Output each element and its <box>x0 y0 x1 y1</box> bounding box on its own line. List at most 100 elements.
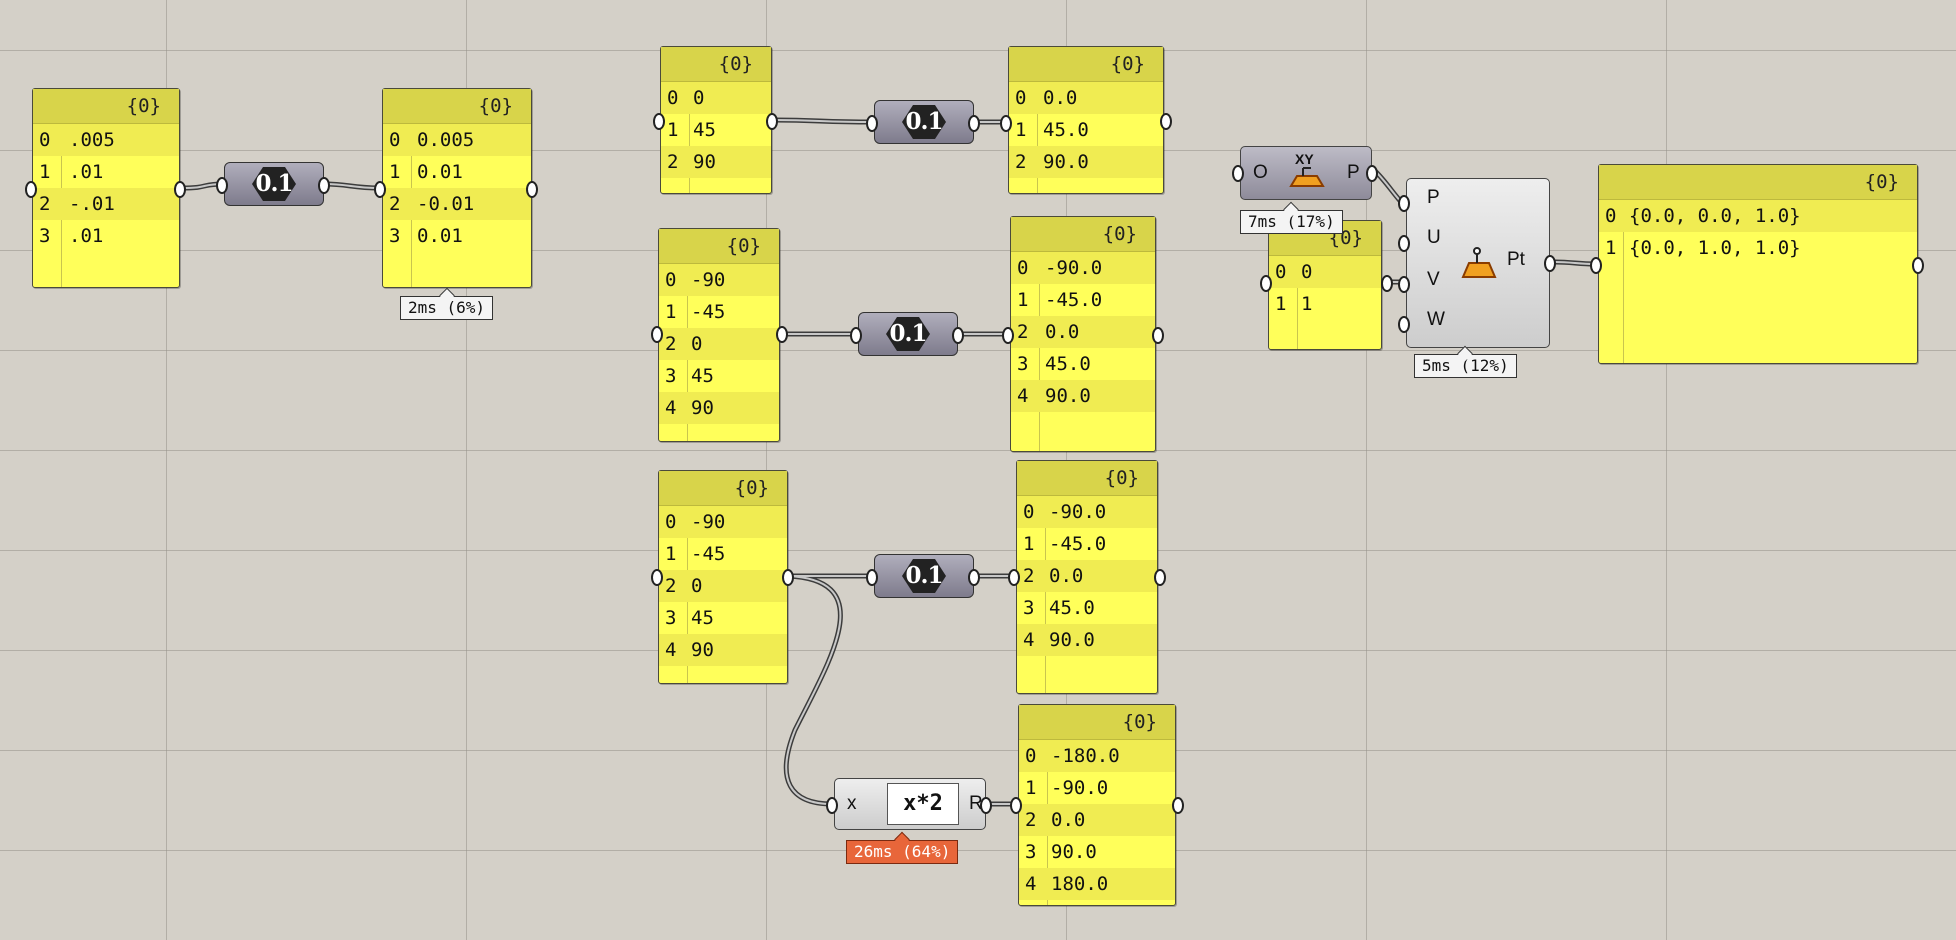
input-port[interactable] <box>1260 275 1272 292</box>
xy-plane-component[interactable]: O XY P <box>1240 146 1372 200</box>
row-index: 1 <box>1023 533 1035 555</box>
input-port[interactable] <box>1002 327 1014 344</box>
output-port[interactable] <box>782 569 794 586</box>
input-port[interactable] <box>1398 316 1410 333</box>
expression-formula[interactable]: x*2 <box>887 783 959 825</box>
row-index: 2 <box>1017 321 1029 343</box>
input-port[interactable] <box>374 181 386 198</box>
panel-index-separator <box>1045 496 1046 693</box>
input-port[interactable] <box>1590 257 1602 274</box>
output-port[interactable] <box>952 327 964 344</box>
input-port[interactable] <box>1398 195 1410 212</box>
panel-header: {0} <box>33 89 179 124</box>
row-value: -45 <box>691 301 726 323</box>
input-port[interactable] <box>866 115 878 132</box>
expression-output-label: R <box>969 793 983 814</box>
input-port[interactable] <box>866 569 878 586</box>
panel-row: 0-90 <box>659 264 779 296</box>
row-value: 0.01 <box>417 225 463 247</box>
input-port[interactable] <box>216 177 228 194</box>
row-index: 0 <box>1017 257 1029 279</box>
row-index: 1 <box>1015 119 1027 141</box>
input-port[interactable] <box>653 113 665 130</box>
number-hex-icon: 0.1 <box>902 105 946 139</box>
output-port[interactable] <box>1366 165 1378 182</box>
profiler-badge: 2ms (6%) <box>400 287 494 320</box>
output-port[interactable] <box>1544 255 1556 272</box>
row-index: 1 <box>665 543 677 565</box>
row-value: 0 <box>691 333 703 355</box>
row-index: 1 <box>1275 293 1287 315</box>
panel-row: 0-90.0 <box>1017 496 1157 528</box>
row-value: 0.0 <box>1045 321 1080 343</box>
row-value: 1 <box>1301 293 1313 315</box>
input-port[interactable] <box>1398 235 1410 252</box>
row-index: 1 <box>39 161 51 183</box>
input-port[interactable] <box>1398 276 1410 293</box>
row-index: 4 <box>665 397 677 419</box>
output-port[interactable] <box>1172 797 1184 814</box>
input-port[interactable] <box>850 327 862 344</box>
row-value: -.01 <box>69 193 115 215</box>
output-port[interactable] <box>776 326 788 343</box>
output-port[interactable] <box>1381 275 1393 292</box>
row-value: 90 <box>693 151 716 173</box>
output-port[interactable] <box>526 181 538 198</box>
output-port[interactable] <box>1160 113 1172 130</box>
input-port[interactable] <box>25 181 37 198</box>
row-index: 2 <box>39 193 51 215</box>
row-index: 0 <box>39 129 51 151</box>
output-port[interactable] <box>318 177 330 194</box>
profiler-text: 5ms (12%) <box>1422 356 1509 375</box>
row-index: 2 <box>1015 151 1027 173</box>
xy-icon-label: XY <box>1295 151 1314 167</box>
input-port[interactable] <box>826 797 838 814</box>
input-port[interactable] <box>1008 569 1020 586</box>
output-port[interactable] <box>1912 257 1924 274</box>
input-port[interactable] <box>651 569 663 586</box>
row-value: -90 <box>691 269 726 291</box>
input-port[interactable] <box>1232 165 1244 182</box>
input-port[interactable] <box>1010 797 1022 814</box>
row-value: 0.0 <box>1051 809 1086 831</box>
row-index: 0 <box>667 87 679 109</box>
input-port[interactable] <box>1000 115 1012 132</box>
output-port[interactable] <box>1154 569 1166 586</box>
expression-component[interactable]: x x*2 R <box>834 778 986 830</box>
number-component[interactable]: 0.1 <box>874 100 974 144</box>
output-port[interactable] <box>968 115 980 132</box>
input-port[interactable] <box>651 326 663 343</box>
output-port[interactable] <box>1152 327 1164 344</box>
row-index: 3 <box>1017 353 1029 375</box>
profiler-badge: 7ms (17%) <box>1240 201 1343 234</box>
profiler-badge: 5ms (12%) <box>1414 345 1517 378</box>
number-component[interactable]: 0.1 <box>874 554 974 598</box>
panel-points[interactable]: {0} 0{0.0, 0.0, 1.0}1{0.0, 1.0, 1.0} <box>1598 164 1918 364</box>
output-port[interactable] <box>174 181 186 198</box>
number-component[interactable]: 0.1 <box>224 162 324 206</box>
panel-row: 0-90 <box>659 506 787 538</box>
row-index: 4 <box>1025 873 1037 895</box>
evaluate-component[interactable]: P U V W Pt <box>1406 178 1550 348</box>
output-port[interactable] <box>968 569 980 586</box>
panel-index-separator <box>1037 82 1038 193</box>
output-port[interactable] <box>766 113 778 130</box>
output-port[interactable] <box>980 797 992 814</box>
number-component[interactable]: 0.1 <box>858 312 958 356</box>
